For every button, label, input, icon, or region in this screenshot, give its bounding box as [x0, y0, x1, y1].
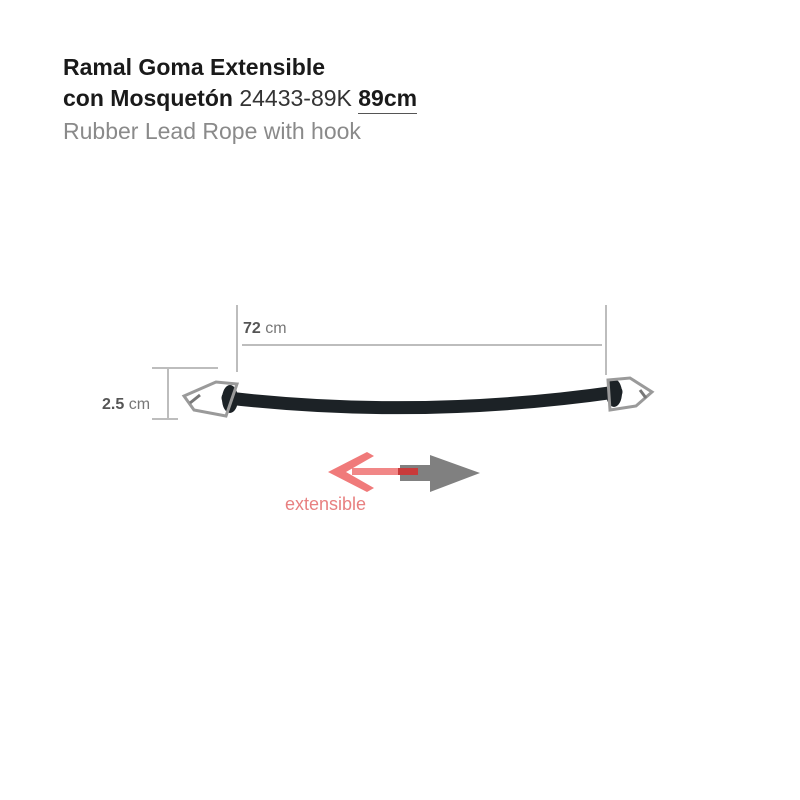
product-title-continued: con Mosquetón — [63, 85, 233, 111]
dimension-lines — [152, 305, 607, 420]
hook-left-icon — [181, 380, 240, 418]
rubber-rope — [221, 379, 623, 415]
length-dimension: 72 cm — [243, 320, 287, 338]
product-code: 24433-89K — [239, 85, 352, 111]
extensible-label: extensible — [285, 494, 367, 514]
product-title: Ramal Goma Extensible — [63, 54, 326, 80]
hook-right-icon — [606, 376, 655, 412]
length-value: 72 — [243, 320, 261, 337]
length-unit: cm — [265, 320, 287, 337]
product-title-line2: con Mosquetón 24433-89K 89cm — [63, 85, 418, 114]
total-length: 89cm — [358, 85, 418, 114]
diameter-unit: cm — [128, 396, 151, 413]
extension-arrows-icon — [328, 452, 480, 492]
diameter-dimension: 2.5 cm — [102, 396, 150, 414]
product-subtitle: Rubber Lead Rope with hook — [63, 118, 361, 144]
diameter-value: 2.5 — [102, 396, 125, 413]
